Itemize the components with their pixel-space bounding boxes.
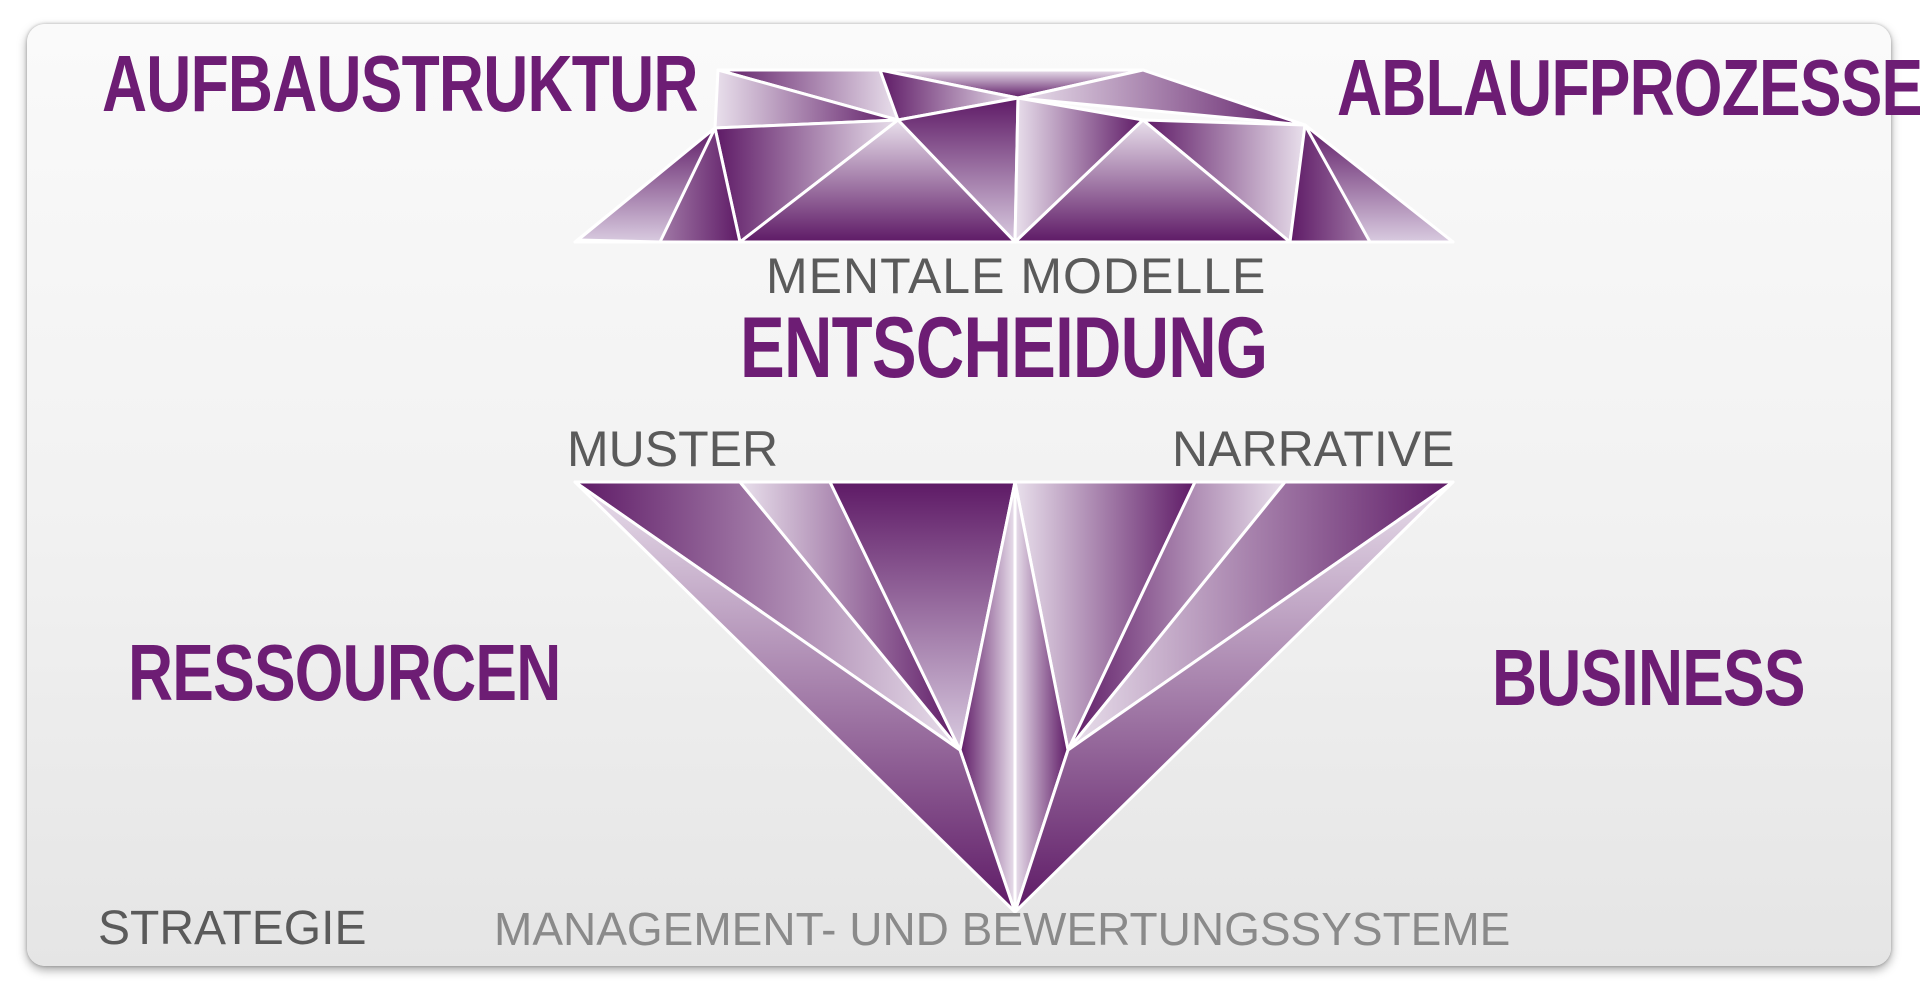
label-strategie: STRATEGIE (98, 902, 367, 955)
label-management-bewertungssysteme: MANAGEMENT- UND BEWERTUNGSSYSTEME (494, 903, 1511, 955)
label-ablaufprozesse: ABLAUFPROZESSE (1337, 43, 1920, 132)
label-narrative: NARRATIVE (1172, 421, 1455, 477)
label-entscheidung: ENTSCHEIDUNG (740, 300, 1268, 396)
label-business: BUSINESS (1492, 633, 1806, 722)
label-aufbaustruktur: AUFBAUSTRUKTUR (102, 39, 698, 128)
label-mentale-modelle: MENTALE MODELLE (766, 248, 1267, 304)
label-ressourcen: RESSOURCEN (128, 628, 561, 717)
label-muster: MUSTER (567, 421, 779, 477)
diamond-pavilion (573, 480, 1455, 914)
diamond-crown (573, 68, 1455, 244)
